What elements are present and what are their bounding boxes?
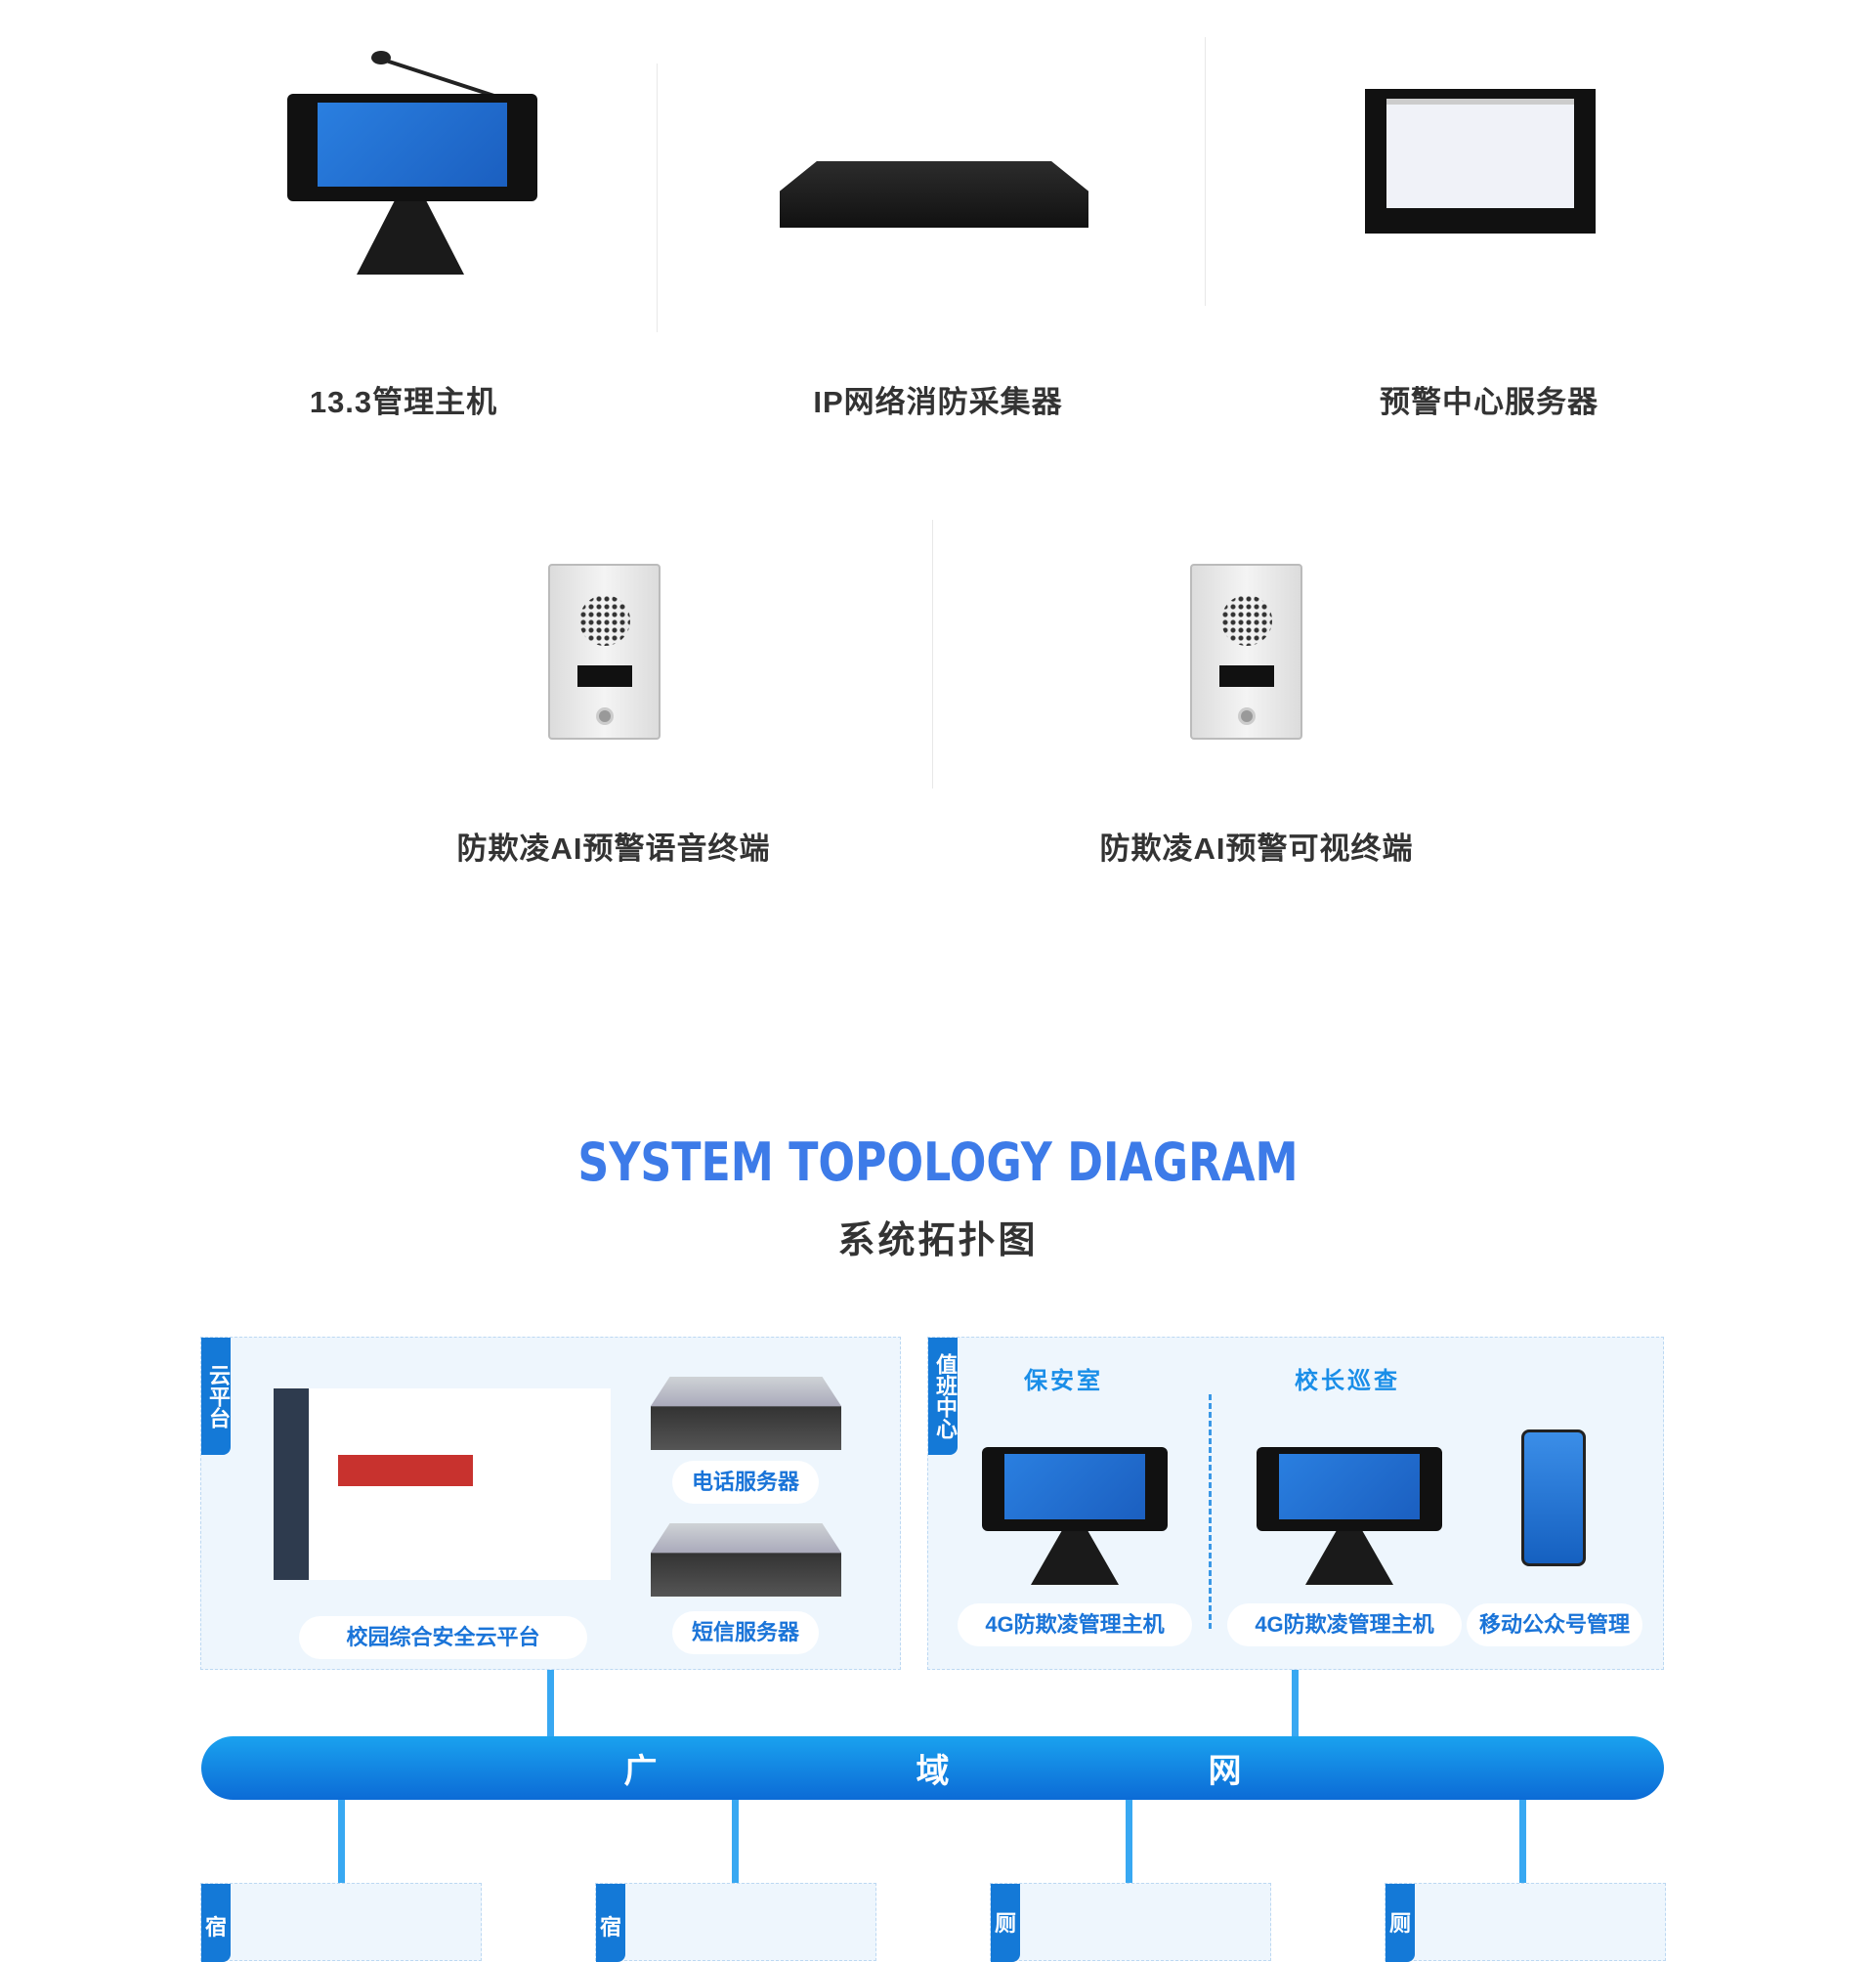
wan-char: 网 [1208,1753,1242,1790]
topology-title-en: SYSTEM TOPOLOGY DIAGRAM [577,1131,1299,1193]
product-label: 防欺凌AI预警可视终端 [1099,832,1414,866]
product-image-warning-server [1365,89,1596,234]
duty-center-box: 值班中心 保安室 校长巡查 4G防欺凌管理主机 4G防欺凌管理主机 移动公众号管… [927,1337,1664,1670]
mobile-phone-image [1521,1429,1586,1566]
dorm-box: 宿 [200,1883,482,1962]
platform-dashboard-image [274,1388,611,1580]
host1-label: 4G防欺凌管理主机 [958,1603,1192,1646]
platform-label: 校园综合安全云平台 [299,1616,587,1659]
mobile-label: 移动公众号管理 [1467,1603,1642,1646]
dorm-tag: 宿 [596,1884,625,1962]
topology-title-cn: 系统拓扑图 [837,1220,1039,1261]
product-label: IP网络消防采集器 [813,385,1063,419]
phone-server-label: 电话服务器 [672,1461,819,1504]
product-image-voice-terminal [548,564,661,740]
toilet-box: 厕 [990,1883,1271,1962]
product-image-ip-collector [780,161,1088,228]
product-label: 13.3管理主机 [309,385,498,419]
wan-char: 域 [916,1753,950,1790]
cloud-platform-box: 云平台 电话服务器 校园综合安全云平台 短信服务器 [200,1337,901,1670]
sms-server-label: 短信服务器 [672,1611,819,1654]
principal-patrol-label: 校长巡查 [1295,1368,1400,1394]
host-image [1257,1414,1442,1585]
wan-char: 广 [623,1753,658,1790]
phone-server-image [651,1377,841,1450]
toilet-tag: 厕 [1386,1884,1415,1962]
wan-bar: 广 域 网 [201,1736,1664,1800]
host-image [982,1414,1168,1585]
product-image-management-host [283,47,537,277]
duty-tag: 值班中心 [928,1338,958,1455]
toilet-tag: 厕 [991,1884,1020,1962]
security-room-label: 保安室 [1024,1368,1103,1394]
dorm-box: 宿 [595,1883,876,1962]
product-label: 防欺凌AI预警语音终端 [456,832,771,866]
host2-label: 4G防欺凌管理主机 [1227,1603,1462,1646]
product-image-video-terminal [1190,564,1302,740]
product-label: 预警中心服务器 [1380,385,1599,419]
cloud-tag: 云平台 [201,1338,231,1455]
toilet-box: 厕 [1385,1883,1666,1962]
dorm-tag: 宿 [201,1884,231,1962]
sms-server-image [651,1523,841,1597]
